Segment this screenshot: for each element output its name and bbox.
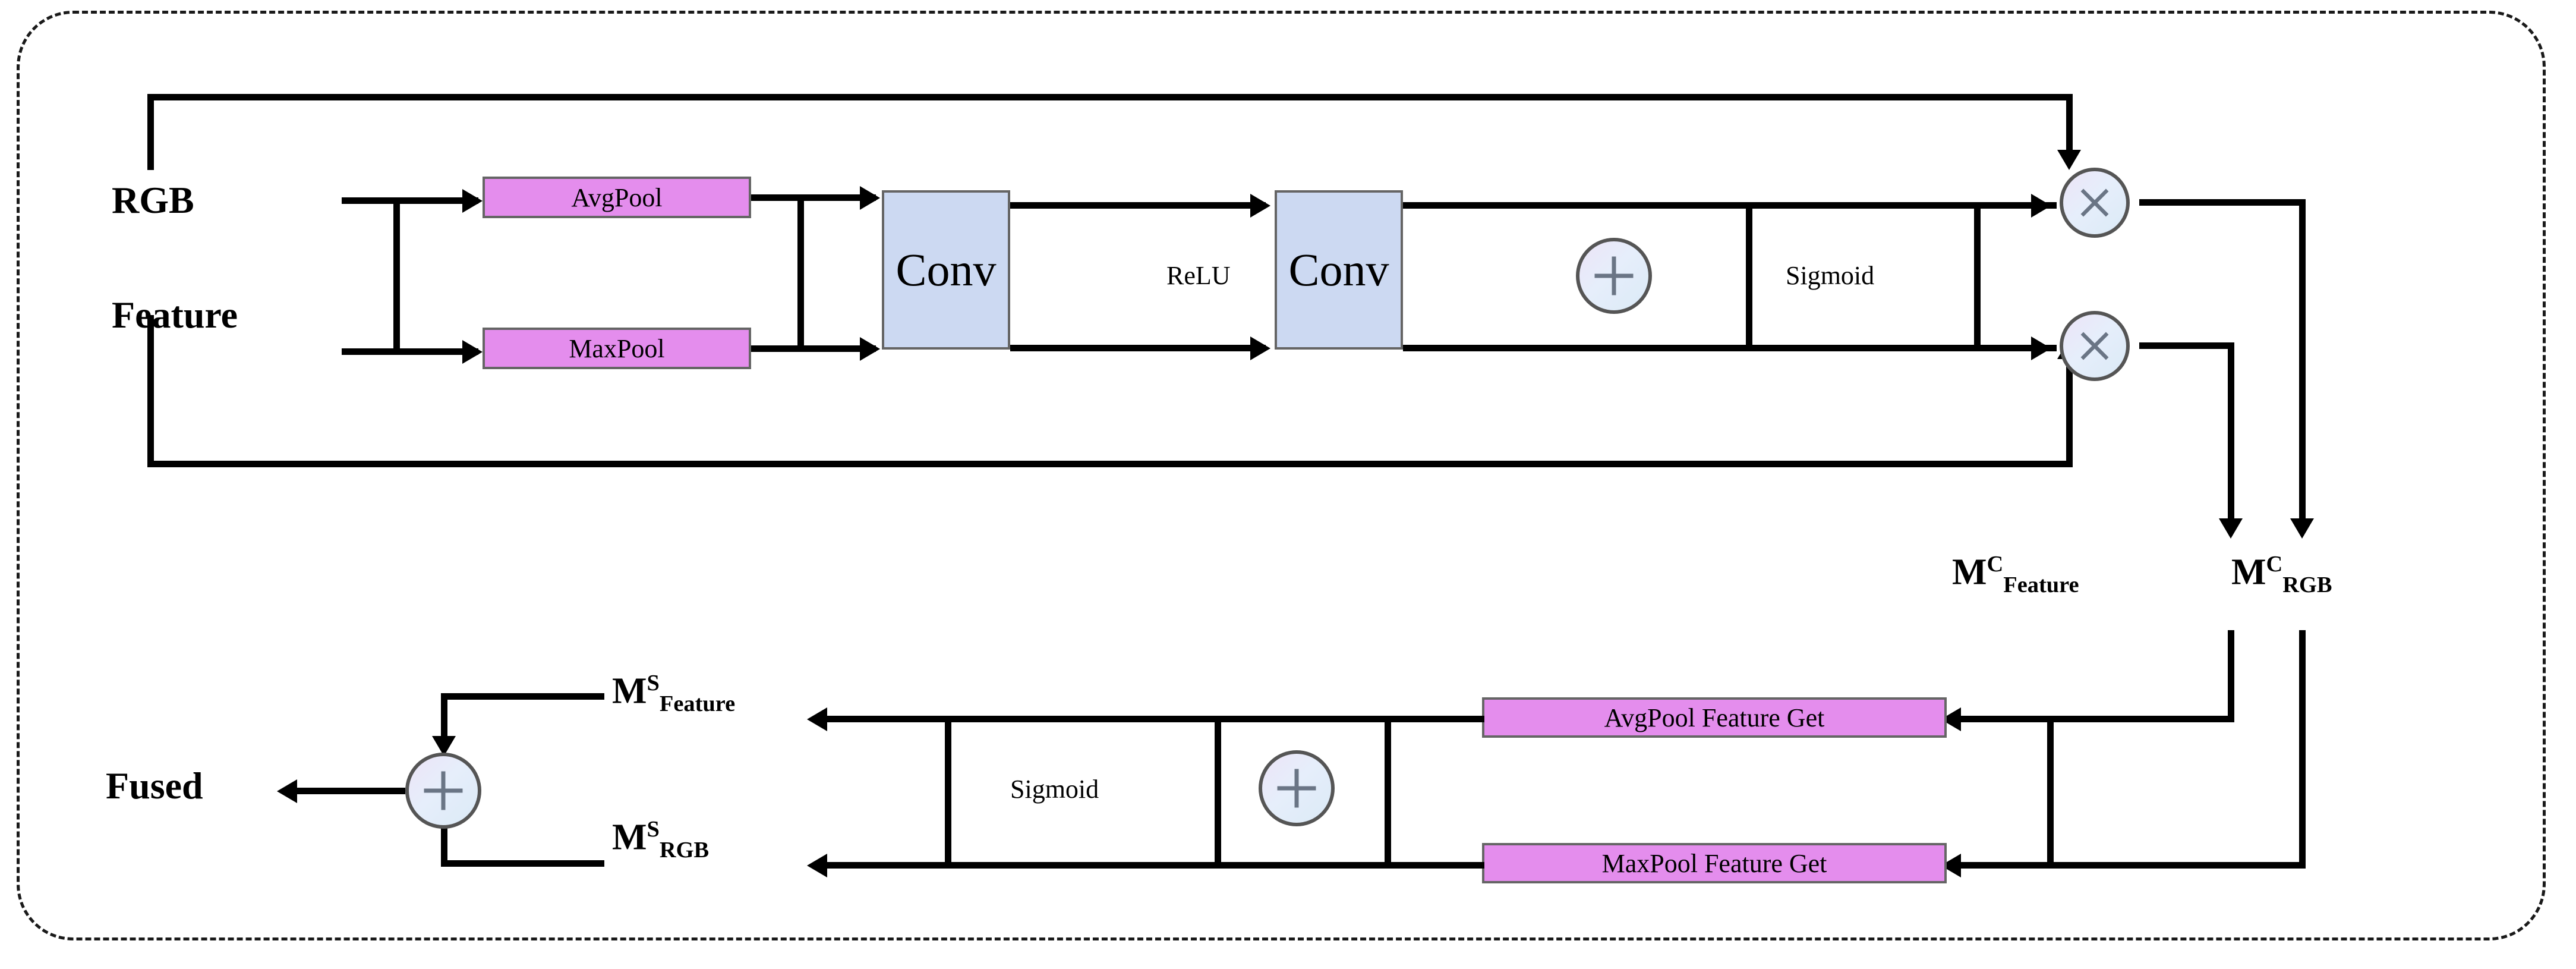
spatial-output-rgb-sup: S <box>647 817 660 842</box>
wire-mc-feature-down <box>2228 630 2234 722</box>
arrow-right-icon <box>2031 336 2051 360</box>
arrow-right-icon <box>2031 194 2051 218</box>
wire-rgb-in <box>342 197 478 204</box>
plus-circle-icon-fusion <box>405 753 481 829</box>
block-avgpool-feature-get-label: AvgPool Feature Get <box>1604 703 1825 732</box>
wire-fused-out <box>297 788 405 794</box>
spatial-output-feature-sub: Feature <box>659 691 736 717</box>
module-dashed-border <box>17 11 2546 940</box>
arrow-right-icon <box>860 186 880 210</box>
wire-mul-rgb-down <box>2299 199 2306 523</box>
wire-feature-skip-bottom <box>147 461 2073 467</box>
channel-output-feature: MCFeature <box>1952 553 2079 596</box>
spatial-output-feature: MSFeature <box>612 672 735 715</box>
arrow-right-icon <box>462 340 483 364</box>
spatial-output-feature-base: M <box>612 671 647 712</box>
arrow-right-icon <box>1250 336 1270 360</box>
arrow-down-icon <box>2057 150 2081 170</box>
block-avgpool[interactable]: AvgPool <box>483 177 751 218</box>
wire-rgb-skip-vertical-right <box>2066 94 2073 153</box>
wire-feature-in <box>342 348 478 355</box>
arrow-left-icon <box>277 779 297 803</box>
wire-feature-skip-vertical-left <box>147 315 154 467</box>
sigmoid-label-spatial: Sigmoid <box>1010 775 1099 804</box>
spatial-output-rgb-sub: RGB <box>659 838 710 863</box>
plus-circle-icon-spatial <box>1259 750 1335 826</box>
wire-rail-divider-1 <box>1746 202 1752 351</box>
arrow-down-icon <box>2290 518 2314 539</box>
input-label-rgb: RGB <box>112 179 194 221</box>
channel-output-feature-sub: Feature <box>2003 572 2079 598</box>
wire-pool-merge-vertical <box>797 194 804 352</box>
wire-feature-skip-vertical-right <box>2066 357 2073 467</box>
sigmoid-label-channel: Sigmoid <box>1786 261 1875 290</box>
block-conv-1-label: Conv <box>896 244 997 295</box>
channel-output-rgb-base: M <box>2231 552 2266 593</box>
block-maxpool[interactable]: MaxPool <box>483 328 751 369</box>
wire-ms-rgb-up <box>441 817 447 865</box>
wire-rail-top <box>1403 202 2057 209</box>
wire-mul-feature-down <box>2228 342 2234 523</box>
block-maxpool-feature-get[interactable]: MaxPool Feature Get <box>1482 843 1947 883</box>
channel-output-rgb-sub: RGB <box>2282 572 2332 598</box>
block-conv-2-label: Conv <box>1288 244 1389 295</box>
wire-spatial-out-top <box>827 716 946 722</box>
channel-output-feature-sup: C <box>1987 552 2004 577</box>
arrow-down-icon <box>2219 518 2243 539</box>
wire-rail-bottom <box>1403 345 2057 351</box>
output-label-fused: Fused <box>106 764 203 807</box>
wire-ms-feature-left <box>441 693 604 700</box>
spatial-output-rgb-base: M <box>612 817 647 858</box>
wire-spatial-tap-vertical <box>2047 716 2054 869</box>
spatial-output-feature-sup: S <box>647 671 660 696</box>
arrow-right-icon <box>462 189 483 213</box>
block-conv-1[interactable]: Conv <box>882 190 1010 350</box>
spatial-output-rgb: MSRGB <box>612 818 709 861</box>
block-maxpool-label: MaxPool <box>569 334 665 363</box>
wire-mul-rgb-out <box>2139 199 2306 206</box>
wire-spatial-rail-divider-right <box>1385 716 1391 869</box>
block-conv-2[interactable]: Conv <box>1275 190 1403 350</box>
arrow-left-icon <box>807 854 827 877</box>
arrow-right-icon <box>860 337 880 361</box>
plus-circle-icon <box>1576 238 1652 314</box>
block-maxpool-feature-get-label: MaxPool Feature Get <box>1601 848 1827 878</box>
wire-mc-rgb-to-maxpool <box>1961 862 2306 869</box>
wire-mc-feature-to-avgpool <box>1961 716 2234 722</box>
arrow-right-icon <box>1250 194 1270 218</box>
input-label-feature: Feature <box>112 294 238 336</box>
wire-input-tap-vertical <box>393 197 400 355</box>
wire-rgb-skip-vertical-left <box>147 94 154 170</box>
wire-rail-divider-2 <box>1974 202 1981 351</box>
wire-ms-rgb-left <box>441 860 604 867</box>
channel-output-rgb: MCRGB <box>2231 553 2332 596</box>
wire-mul-feature-out <box>2139 342 2234 349</box>
wire-spatial-out-bottom <box>827 862 946 869</box>
wire-spatial-rail-divider-left <box>945 716 951 869</box>
channel-output-feature-base: M <box>1952 552 1987 593</box>
wire-rgb-skip-top <box>147 94 2073 100</box>
channel-output-rgb-sup: C <box>2266 552 2283 577</box>
relu-label: ReLU <box>1166 261 1231 290</box>
multiply-circle-icon-rgb <box>2060 168 2130 238</box>
wire-ms-feature-down <box>441 693 447 741</box>
wire-spatial-rail-divider-mid <box>1215 716 1221 869</box>
wire-relu-top <box>1010 202 1266 209</box>
wire-avgpool-out <box>751 194 876 201</box>
block-avgpool-feature-get[interactable]: AvgPool Feature Get <box>1482 697 1947 738</box>
multiply-circle-icon-feature <box>2060 311 2130 381</box>
wire-mc-rgb-down <box>2299 630 2306 868</box>
wire-relu-bottom <box>1010 345 1266 351</box>
wire-maxpool-out <box>751 345 876 352</box>
block-avgpool-label: AvgPool <box>571 183 663 212</box>
arrow-left-icon <box>807 707 827 731</box>
